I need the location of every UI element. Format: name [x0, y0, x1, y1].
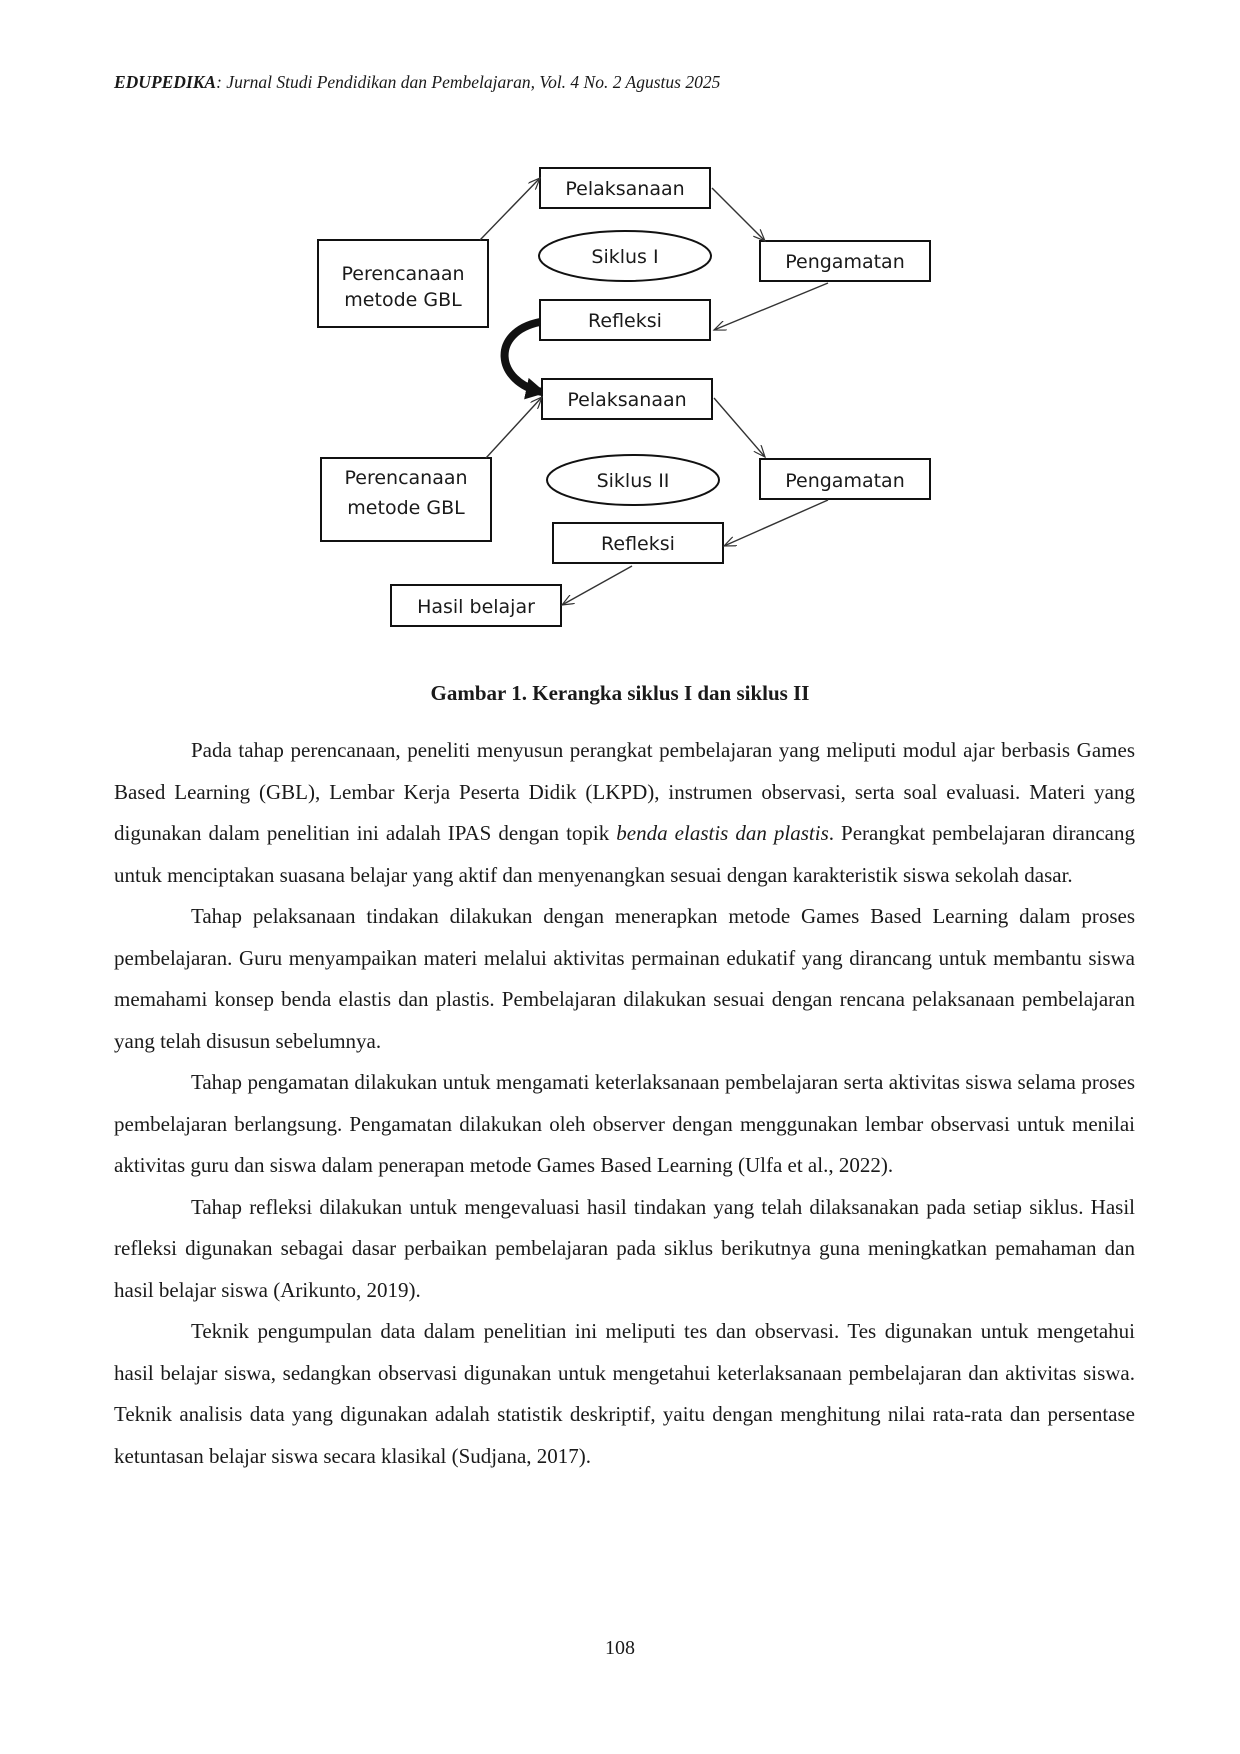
- paragraph-reflection: Tahap refleksi dilakukan untuk mengevalu…: [114, 1194, 1135, 1302]
- arrow-planning-to-implementation-1: [479, 178, 540, 241]
- cycle-1: Pelaksanaan Perencanaan metode GBL Siklu…: [317, 167, 931, 341]
- topic-emphasis: benda elastis dan plastis: [616, 821, 829, 845]
- cycle2-label-ellipse: [546, 454, 720, 506]
- arrow-observation-to-reflection-1: [714, 282, 829, 330]
- result-label: Hasil belajar: [417, 596, 535, 618]
- cycle1-label-ellipse: [538, 230, 712, 282]
- cycle1-reflection-label: Refleksi: [588, 310, 662, 332]
- paragraph-implementation: Tahap pelaksanaan tindakan dilakukan den…: [114, 904, 1135, 1053]
- body-text: Pada tahap perencanaan, peneliti menyusu…: [114, 730, 1135, 1477]
- cycle1-implementation-box: [539, 167, 711, 209]
- arrow-observation-to-reflection-2: [724, 499, 829, 547]
- cycle2-implementation-label: Pelaksanaan: [567, 389, 686, 411]
- arrow-planning-to-implementation-2: [485, 397, 542, 459]
- cycle2-planning-line2: metode GBL: [347, 497, 465, 519]
- cycle2-reflection-box: [552, 522, 724, 564]
- cycle2-reflection-label: Refleksi: [601, 533, 675, 555]
- cycle2-planning-box: [320, 457, 492, 542]
- cycle2-label: Siklus II: [597, 470, 670, 492]
- cycle2-observation-box: [759, 458, 931, 500]
- arrow-implementation-to-observation-1: [711, 187, 765, 241]
- cycle1-observation-label: Pengamatan: [785, 251, 905, 273]
- cycle-2: Pelaksanaan Perencanaan metode GBL Siklu…: [320, 378, 931, 564]
- paragraph-observation: Tahap pengamatan dilakukan untuk mengama…: [114, 1070, 1135, 1177]
- cycle1-planning-line2: metode GBL: [344, 289, 462, 311]
- cycle1-label: Siklus I: [591, 246, 658, 268]
- cycle1-implementation-label: Pelaksanaan: [565, 178, 684, 200]
- cycle1-reflection-box: [539, 299, 711, 341]
- page-number: 108: [605, 1637, 635, 1659]
- arrow-cycle1-to-cycle2: [500, 318, 546, 400]
- journal-name: EDUPEDIKA: [114, 72, 217, 92]
- paragraph-planning: Pada tahap perencanaan, peneliti menyusu…: [114, 738, 1135, 887]
- running-header: EDUPEDIKA: Jurnal Studi Pendidikan dan P…: [114, 72, 720, 93]
- cycle1-observation-box: [759, 240, 931, 282]
- cycle2-observation-label: Pengamatan: [785, 470, 905, 492]
- journal-details: : Jurnal Studi Pendidikan dan Pembelajar…: [216, 72, 721, 92]
- arrow-reflection-to-result: [562, 565, 633, 605]
- arrow-implementation-to-observation-2: [713, 397, 765, 457]
- cycle1-planning-box: [317, 239, 489, 328]
- figure-caption: Gambar 1. Kerangka siklus I dan siklus I…: [430, 681, 810, 705]
- cycle2-planning-line1: Perencanaan: [344, 467, 467, 489]
- cycle1-planning-line1: Perencanaan: [341, 263, 464, 285]
- cycle-diagram-svg: Pelaksanaan Perencanaan metode GBL Siklu…: [317, 167, 931, 627]
- paragraph-data-collection: Teknik pengumpulan data dalam penelitian…: [114, 1319, 1135, 1468]
- cycle-diagram: Pelaksanaan Perencanaan metode GBL Siklu…: [0, 0, 1240, 660]
- cycle2-implementation-box: [541, 378, 713, 420]
